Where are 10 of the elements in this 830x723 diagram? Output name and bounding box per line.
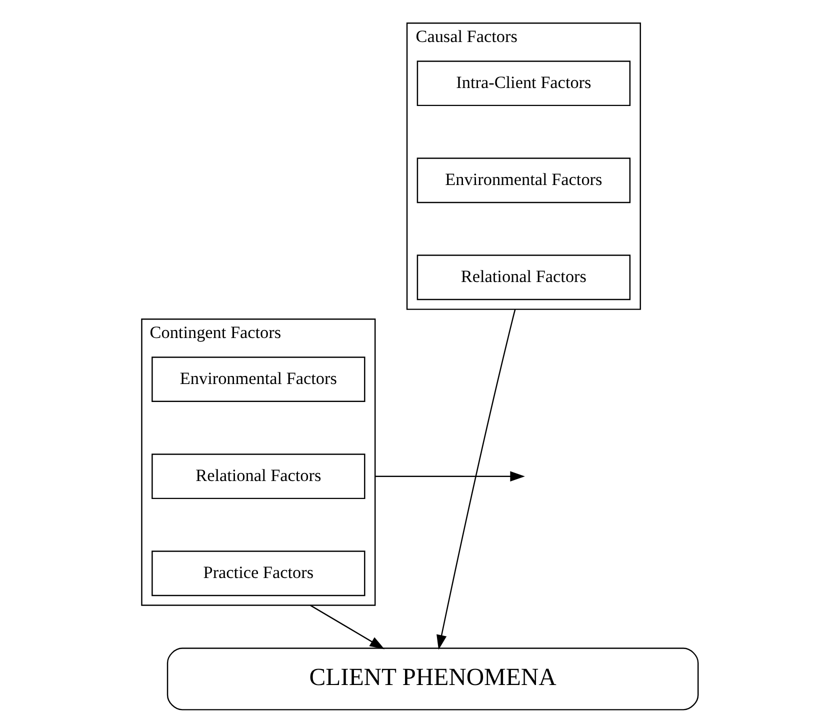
arrow: [375, 471, 525, 482]
node-box: CLIENT PHENOMENA: [166, 648, 699, 710]
node-box: Environmental Factors: [416, 158, 631, 204]
node-box: Environmental Factors: [152, 356, 366, 402]
node-box: Intra-Client Factors: [416, 60, 631, 106]
arrow: [310, 604, 385, 650]
arrow: [436, 309, 516, 650]
node-box: Relational Factors: [152, 454, 366, 500]
node-box: Practice Factors: [152, 550, 366, 596]
node-box: Relational Factors: [416, 254, 631, 300]
